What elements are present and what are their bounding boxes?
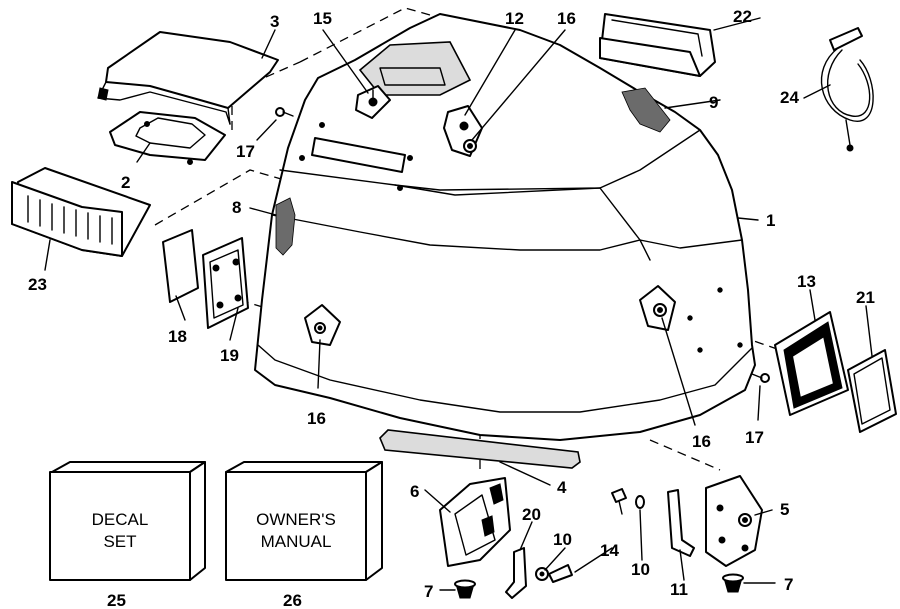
callout-3: 3 (270, 12, 279, 31)
callout-13: 13 (797, 272, 816, 291)
stop-bracket (667, 489, 695, 557)
callout-10a: 10 (553, 530, 572, 549)
gasket-plate-19 (202, 237, 249, 329)
latch-bracket (439, 477, 511, 567)
gasket-ring (109, 111, 226, 165)
seal-left (275, 197, 296, 256)
decal-label-line2: SET (103, 532, 136, 551)
callout-8: 8 (232, 198, 241, 217)
grommet-bracket-right (639, 285, 676, 331)
grommet-bracket-12 (443, 105, 483, 157)
callout-16c: 16 (692, 432, 711, 451)
callout-9: 9 (709, 93, 718, 112)
callout-15: 15 (313, 9, 332, 28)
callout-26: 26 (283, 591, 302, 609)
callout-14: 14 (600, 541, 619, 560)
decal-set-box: DECAL SET (49, 461, 206, 581)
callout-labels: 1 2 3 4 5 6 7 7 8 9 10 10 11 12 13 14 15… (28, 7, 875, 609)
washer-10b (635, 495, 645, 509)
motor-cover (254, 13, 756, 441)
callout-24: 24 (780, 88, 799, 107)
side-frame-13 (774, 311, 849, 416)
grommet-7-left (454, 579, 476, 599)
callout-10b: 10 (631, 560, 650, 579)
washer-10a (535, 567, 549, 581)
callout-22: 22 (733, 7, 752, 26)
coiled-cable (820, 27, 874, 152)
callout-19: 19 (220, 346, 239, 365)
callout-18: 18 (168, 327, 187, 346)
leader-lines (44, 17, 873, 591)
callout-7b: 7 (784, 575, 793, 594)
callout-12: 12 (505, 9, 524, 28)
screw-17-lower (751, 373, 770, 383)
grommet-bracket-15 (355, 85, 391, 119)
side-plate-21 (847, 349, 897, 433)
callout-7a: 7 (424, 582, 433, 601)
hook-bracket (505, 547, 527, 599)
callout-1: 1 (766, 211, 775, 230)
rear-vent-housing (599, 13, 716, 77)
grommet-bracket-left (304, 304, 341, 346)
callout-16b: 16 (307, 409, 326, 428)
plate-18 (162, 229, 199, 303)
callout-23: 23 (28, 275, 47, 294)
latch-plate (705, 475, 763, 567)
callout-2: 2 (121, 173, 130, 192)
grommet-7-right (722, 573, 744, 593)
callout-4: 4 (557, 478, 567, 497)
manual-label-line1: OWNER'S (256, 510, 336, 529)
bolt-14 (548, 564, 573, 583)
front-grille (11, 167, 151, 257)
callout-25: 25 (107, 591, 126, 609)
callout-20: 20 (522, 505, 541, 524)
top-cover-lid (97, 31, 279, 125)
callout-11: 11 (670, 580, 688, 599)
callout-17a: 17 (236, 142, 255, 161)
callout-6: 6 (410, 482, 419, 501)
callout-5: 5 (780, 500, 789, 519)
callout-21: 21 (856, 288, 875, 307)
seal-strip (379, 429, 581, 469)
screw-17-upper (275, 107, 294, 117)
bolt-14-upper (611, 488, 627, 515)
owners-manual-box: OWNER'S MANUAL (225, 461, 383, 581)
manual-label-line2: MANUAL (261, 532, 332, 551)
callout-16a: 16 (557, 9, 576, 28)
callout-17b: 17 (745, 428, 764, 447)
decal-label-line1: DECAL (92, 510, 149, 529)
seal-rear (621, 87, 671, 133)
